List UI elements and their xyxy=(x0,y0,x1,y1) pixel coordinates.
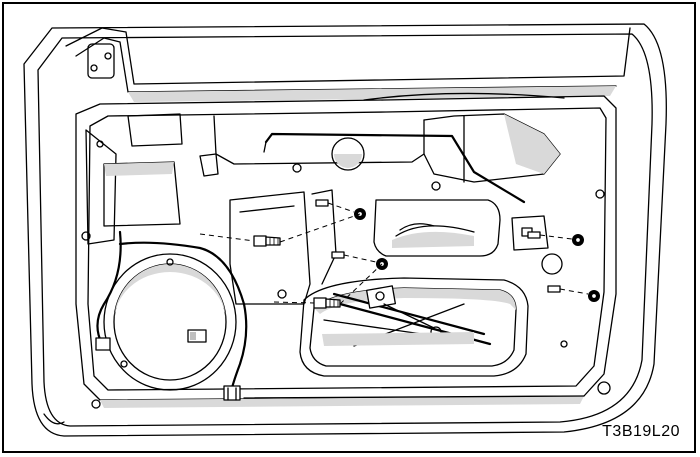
wire-harness xyxy=(95,230,248,401)
panel-holes xyxy=(81,137,611,409)
bolt-upper xyxy=(253,235,281,247)
regulator-access-opening xyxy=(299,277,529,377)
door-panel-diagram xyxy=(23,23,667,437)
window-frame xyxy=(65,27,631,102)
bottom-trim xyxy=(43,395,585,425)
figure-reference-code: T3B19L20 xyxy=(602,423,680,440)
speaker-connector xyxy=(187,329,207,343)
window-regulator xyxy=(322,285,492,347)
speaker-opening xyxy=(103,253,237,391)
left-reinforcement xyxy=(85,113,183,245)
bolt-lower xyxy=(313,297,341,309)
alignment-lines xyxy=(199,202,589,305)
door-outer-skin xyxy=(23,23,667,437)
inner-panel xyxy=(75,95,617,408)
inside-handle-recess xyxy=(373,199,501,257)
top-trim-rail xyxy=(213,92,565,183)
figure-frame: T3B19L20 xyxy=(2,2,696,453)
lock-rod xyxy=(263,132,526,204)
